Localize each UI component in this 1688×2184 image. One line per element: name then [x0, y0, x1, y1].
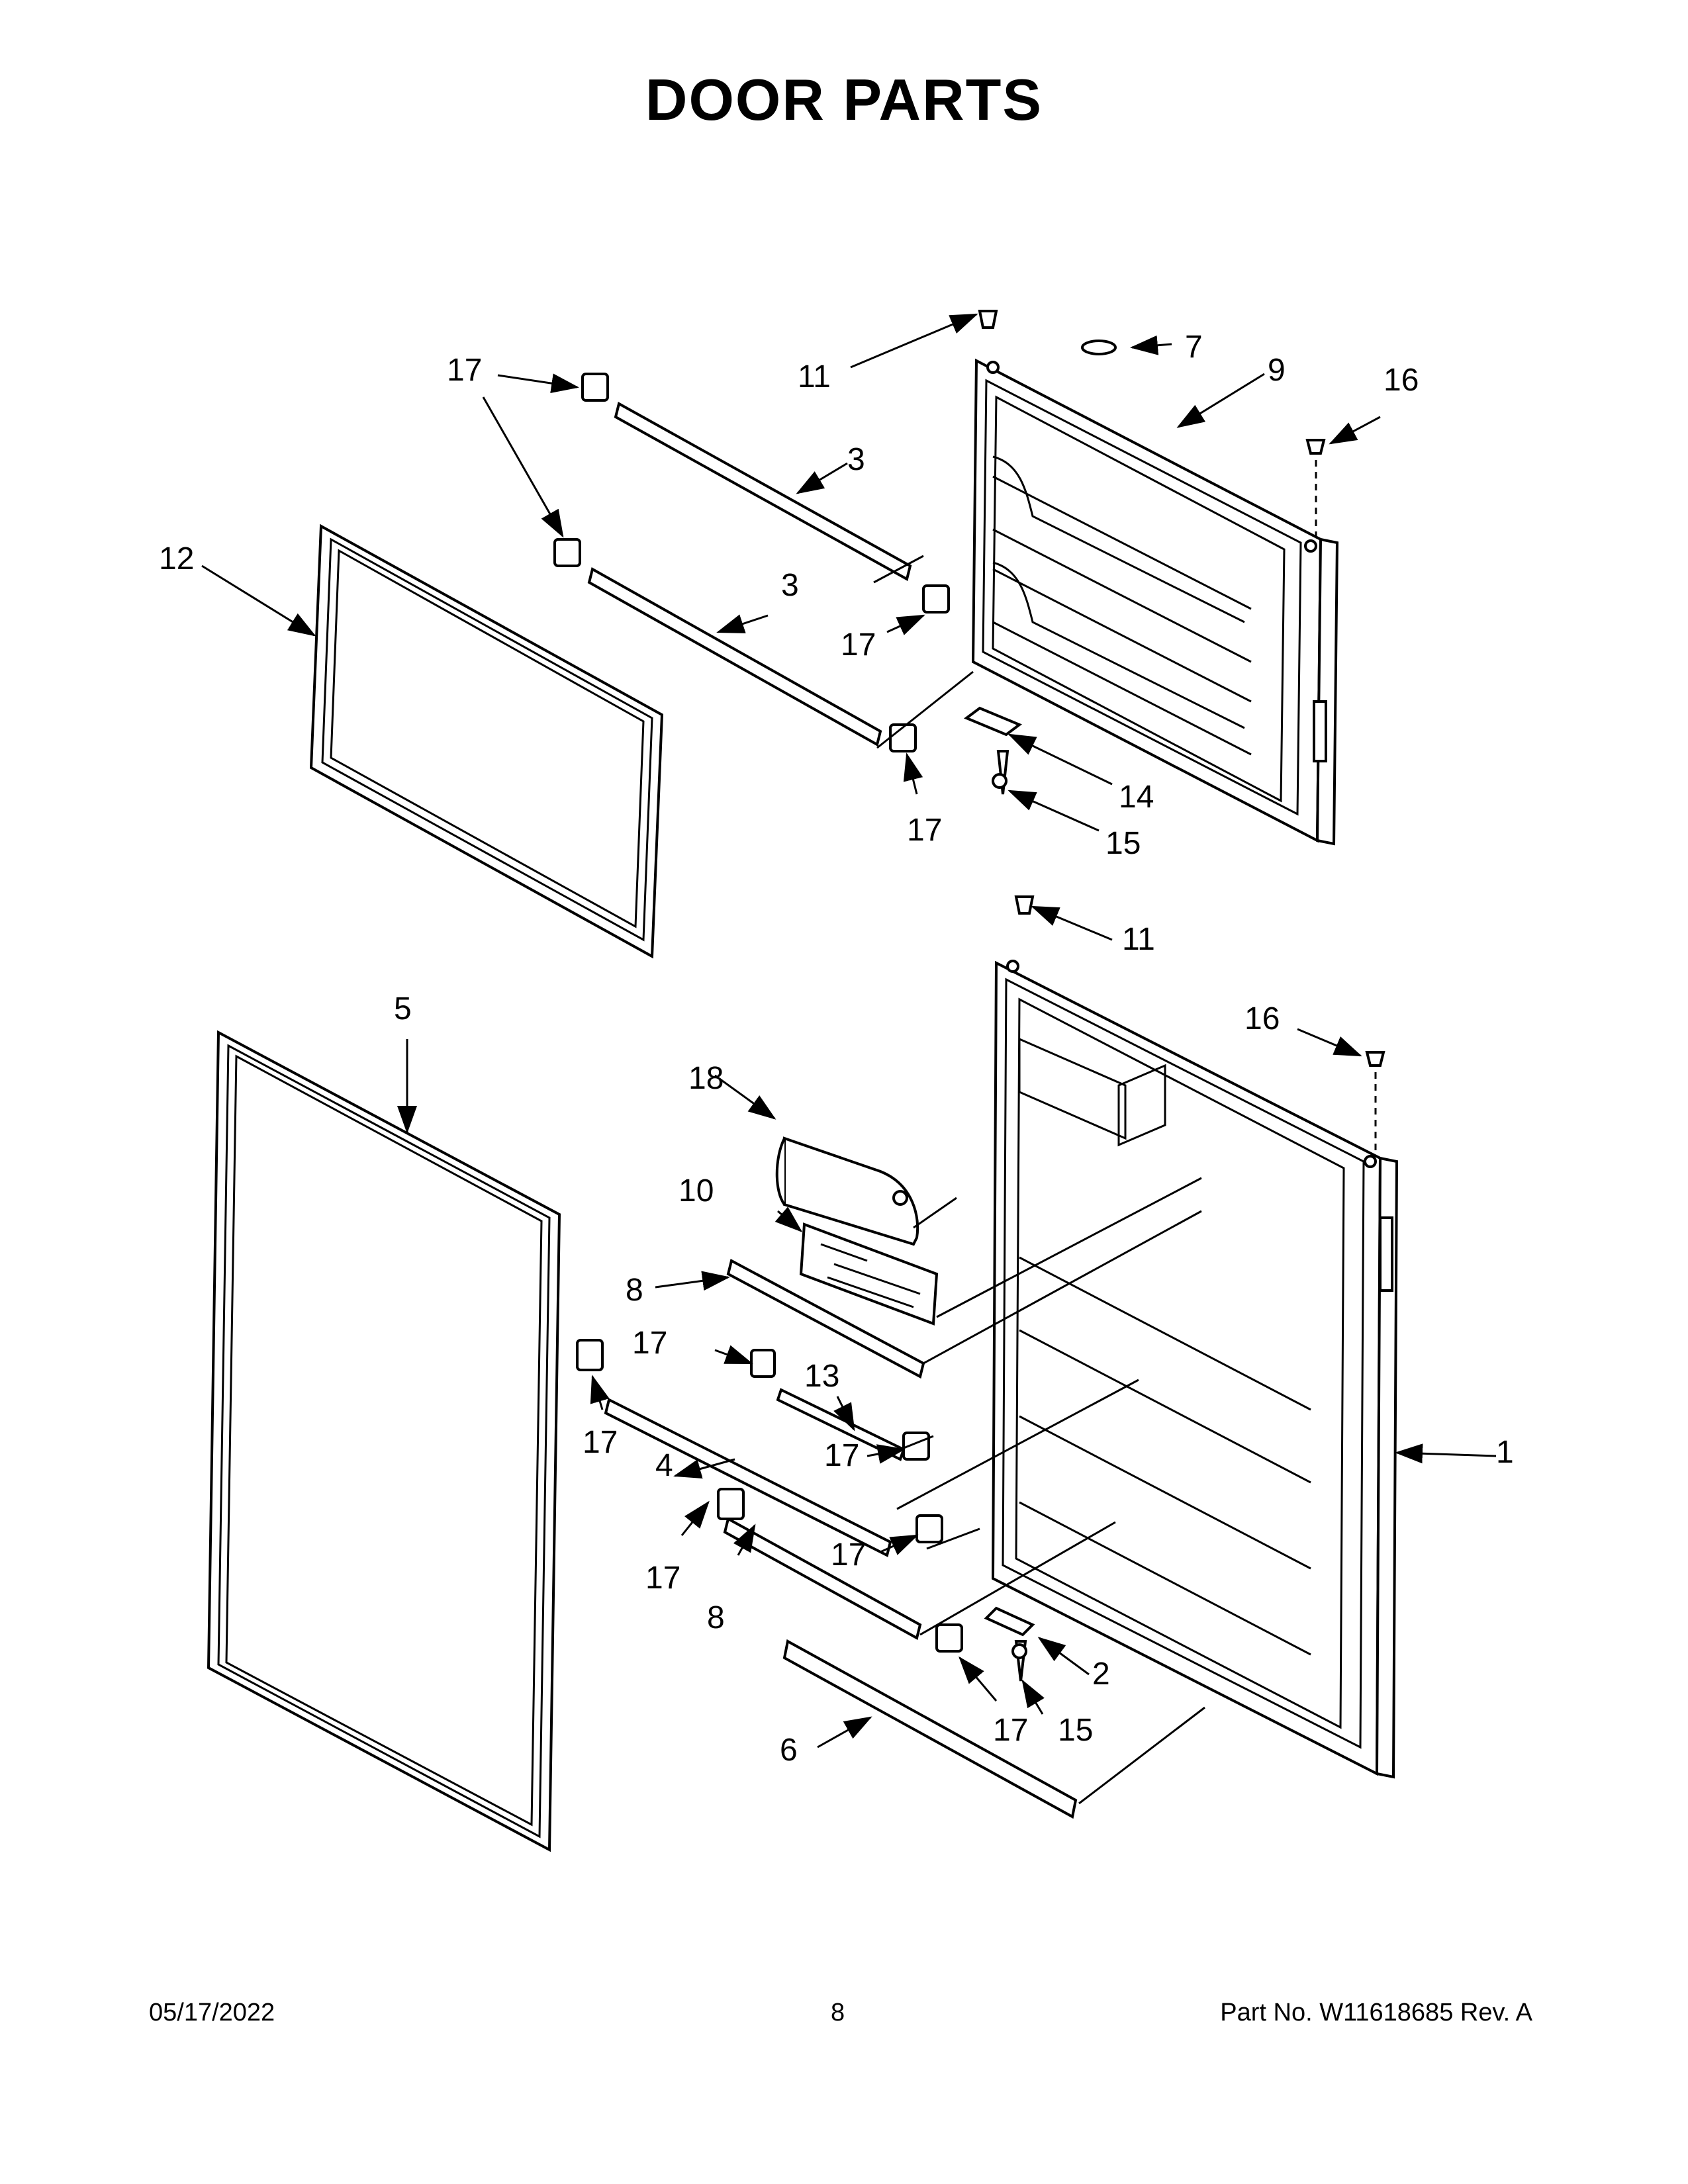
- callout-17-e: 17: [583, 1425, 618, 1460]
- callout-15-lower: 15: [1058, 1713, 1093, 1748]
- callout-12: 12: [159, 541, 194, 576]
- footer-page-number: 8: [831, 1999, 845, 2026]
- alignment-lines: [873, 555, 1205, 1805]
- callout-16-lower: 16: [1244, 1001, 1280, 1036]
- freezer-door-gasket: [309, 523, 664, 959]
- callout-3-lower: 3: [781, 568, 799, 603]
- callout-17-a: 17: [447, 353, 482, 388]
- callout-9: 9: [1268, 353, 1286, 388]
- callout-10: 10: [679, 1173, 714, 1208]
- callout-18: 18: [688, 1061, 724, 1096]
- callout-17-i: 17: [993, 1713, 1028, 1748]
- callout-17-c: 17: [907, 813, 942, 848]
- callout-14: 14: [1119, 780, 1154, 815]
- callout-11-lower: 11: [1122, 922, 1155, 957]
- callout-8-lower: 8: [707, 1600, 725, 1635]
- dairy-door: [775, 1136, 919, 1246]
- rail-end-clips-upper: [553, 373, 950, 752]
- freezer-hinge-hardware: [964, 310, 1326, 795]
- callout-8-upper: 8: [626, 1273, 643, 1308]
- callout-13: 13: [804, 1359, 839, 1394]
- callout-3-upper: 3: [847, 442, 865, 477]
- fresh-food-hinge-hardware: [984, 895, 1385, 1682]
- fresh-food-door-gasket: [207, 1030, 561, 1852]
- freezer-shelf-rails: [587, 401, 912, 747]
- callout-17-g: 17: [645, 1561, 680, 1596]
- callout-5: 5: [394, 991, 412, 1026]
- callout-6: 6: [780, 1733, 798, 1768]
- callout-leaders: [201, 313, 1497, 1749]
- fresh-food-shelf-rails: [604, 1259, 1078, 1819]
- rail-end-clips-lower: [576, 1339, 963, 1653]
- callout-1: 1: [1496, 1435, 1514, 1470]
- fresh-food-door: [991, 960, 1399, 1779]
- dairy-bin: [799, 1222, 939, 1326]
- callout-labels: 1 2 3 3 4 5 6 7 8 8 9 10 11 11 12 13 14 …: [159, 330, 1514, 1768]
- callout-17-h: 17: [831, 1537, 866, 1572]
- footer-part-number: Part No. W11618685 Rev. A: [1220, 1999, 1532, 2026]
- callout-17-d: 17: [632, 1326, 667, 1361]
- callout-15-upper: 15: [1105, 826, 1141, 861]
- callout-7: 7: [1185, 330, 1203, 365]
- callout-4: 4: [655, 1448, 673, 1483]
- page-title: DOOR PARTS: [645, 67, 1043, 132]
- callout-16-upper: 16: [1383, 363, 1419, 398]
- callout-17-b: 17: [841, 627, 876, 662]
- callout-11-upper: 11: [798, 359, 831, 394]
- callout-17-f: 17: [824, 1438, 859, 1473]
- callout-2: 2: [1092, 1657, 1110, 1692]
- freezer-door: [971, 358, 1339, 846]
- footer-date: 05/17/2022: [149, 1999, 275, 2026]
